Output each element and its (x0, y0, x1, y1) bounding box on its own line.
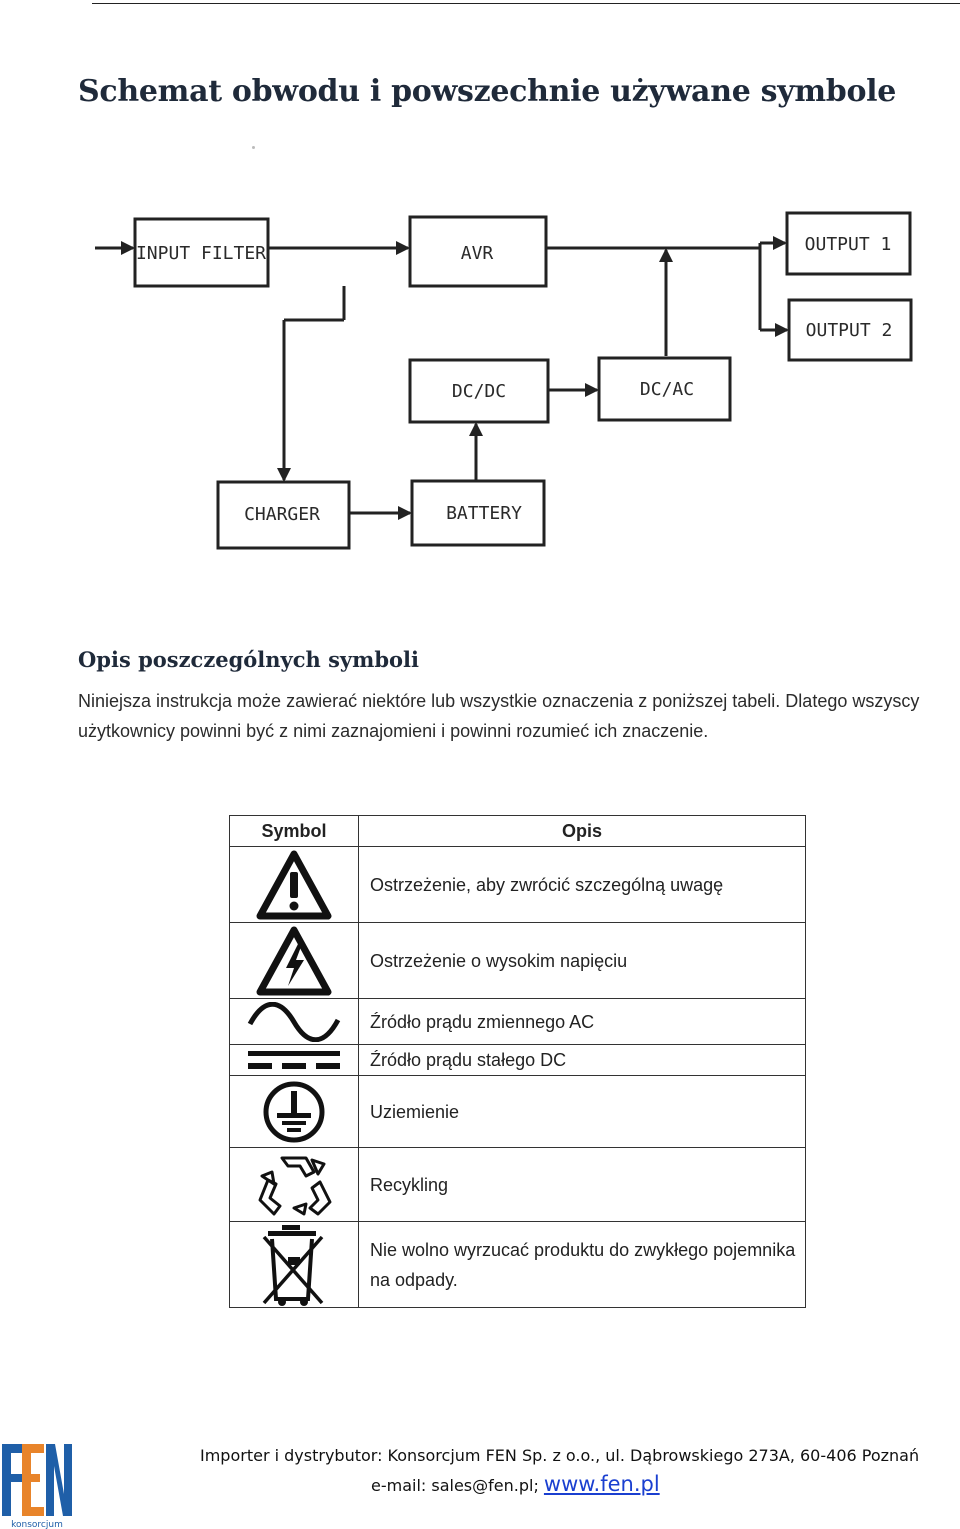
table-row: Ostrzeżenie o wysokim napięciu (229, 922, 806, 999)
table-row: Recykling (229, 1147, 806, 1222)
block-input-filter (133, 217, 270, 288)
description-cell: Źródło prądu stałego DC (358, 1044, 806, 1076)
table-row: Źródło prądu stałego DC (229, 1044, 806, 1076)
section-intro: Niniejsza instrukcja może zawierać niekt… (78, 691, 920, 741)
symbol-cell (229, 922, 359, 999)
block-charger (216, 480, 351, 550)
description-cell: Źródło prądu zmiennego AC (358, 998, 806, 1045)
header-description: Opis (358, 815, 806, 847)
table-row: Nie wolno wyrzucać produktu do zwykłego … (229, 1221, 806, 1308)
symbol-cell (229, 1147, 359, 1222)
table-row: Ostrzeżenie, aby zwrócić szczególną uwag… (229, 846, 806, 923)
label-input-filter: INPUT FILTER (136, 243, 266, 264)
page-title: Schemat obwodu i powszechnie używane sym… (78, 74, 897, 109)
symbol-cell (229, 998, 359, 1045)
header-symbol: Symbol (229, 815, 359, 847)
logo-subtext: konsorcjum (11, 1520, 63, 1529)
table-row: Źródło prądu zmiennego AC (229, 998, 806, 1045)
circuit-diagram: INPUT FILTER AVR OUTPUT 1 OUTPUT 2 DC/DC… (95, 211, 913, 550)
block-avr (408, 215, 548, 288)
label-charger: CHARGER (244, 504, 320, 525)
ac-sine-icon (247, 1001, 341, 1042)
ground-icon (263, 1081, 325, 1142)
block-output2 (787, 298, 913, 362)
description-cell: Ostrzeżenie o wysokim napięciu (358, 922, 806, 999)
dc-icon (248, 1051, 340, 1069)
label-output1: OUTPUT 1 (805, 234, 892, 255)
stray-dot (252, 146, 255, 149)
label-avr: AVR (461, 243, 494, 264)
block-output1 (785, 211, 912, 276)
section-heading: Opis poszczególnych symboli (78, 647, 419, 672)
footer-email: e-mail: sales@fen.pl; (371, 1476, 544, 1495)
symbol-cell (229, 1075, 359, 1148)
symbol-cell (229, 846, 359, 923)
header-rule (92, 3, 960, 4)
symbol-cell (229, 1221, 359, 1308)
label-dcdc: DC/DC (452, 381, 506, 402)
symbol-cell (229, 1044, 359, 1076)
block-dcac (597, 356, 732, 422)
label-battery: BATTERY (446, 503, 522, 524)
footer-importer: Importer i dystrybutor: Konsorcjum FEN S… (200, 1446, 920, 1465)
description-cell: Recykling (358, 1147, 806, 1222)
warning-icon (256, 850, 332, 919)
symbols-table: Symbol Opis Ostrzeżenie, aby zwrócić szc… (229, 815, 806, 1308)
description-cell: Nie wolno wyrzucać produktu do zwykłego … (358, 1221, 806, 1308)
fen-logo: konsorcjum (2, 1444, 72, 1529)
description-cell: Ostrzeżenie, aby zwrócić szczególną uwag… (358, 846, 806, 923)
table-header-row: Symbol Opis (229, 815, 806, 847)
label-output2: OUTPUT 2 (806, 320, 893, 341)
recycle-icon (258, 1156, 332, 1215)
label-dcac: DC/AC (640, 379, 694, 400)
description-cell: Uziemienie (358, 1075, 806, 1148)
high-voltage-icon (256, 926, 332, 995)
footer-contact: e-mail: sales@fen.pl; www.fen.pl (371, 1472, 660, 1496)
footer-website-link[interactable]: www.fen.pl (543, 1472, 660, 1496)
table-row: Uziemienie (229, 1075, 806, 1148)
crossed-bin-icon (262, 1224, 324, 1306)
block-battery (410, 479, 546, 547)
